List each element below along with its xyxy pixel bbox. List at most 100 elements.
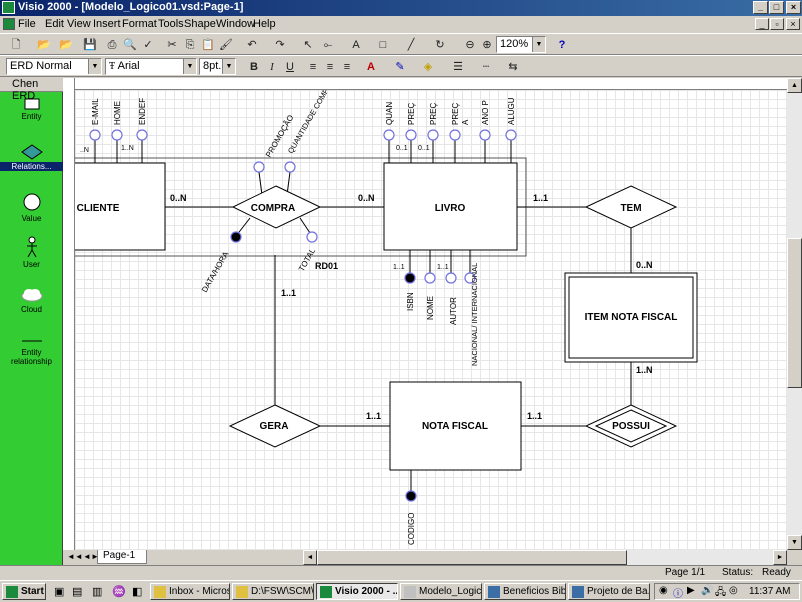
- rectangle-tool-icon[interactable]: □: [379, 39, 387, 51]
- attribute-circle[interactable]: [445, 272, 457, 284]
- task-button[interactable]: Projeto de Ba...: [568, 583, 650, 600]
- page-tab[interactable]: Page-1: [97, 550, 147, 564]
- task-button[interactable]: Modelo_Logic...: [400, 583, 482, 600]
- key-attribute-circle[interactable]: [405, 490, 417, 502]
- attribute-circle[interactable]: [405, 129, 417, 141]
- stencil-entity[interactable]: Entity: [0, 98, 63, 121]
- font-color-icon[interactable]: A: [367, 61, 375, 73]
- menu-view[interactable]: View: [67, 18, 91, 30]
- menu-shape[interactable]: Shape: [184, 18, 216, 30]
- save-icon[interactable]: 💾: [83, 39, 97, 51]
- line-ends-icon[interactable]: ⇆: [508, 61, 518, 73]
- attribute-circle[interactable]: [253, 161, 265, 173]
- stencil-value[interactable]: Value: [0, 192, 63, 223]
- menu-format[interactable]: Format: [122, 18, 157, 30]
- attribute-circle[interactable]: [383, 129, 395, 141]
- attribute-circle[interactable]: [284, 161, 296, 173]
- align-right-icon[interactable]: ≡: [343, 61, 351, 73]
- chevron-down-icon[interactable]: ▼: [532, 37, 545, 52]
- quicklaunch-icon[interactable]: ▣: [54, 586, 65, 598]
- attribute-circle[interactable]: [505, 129, 517, 141]
- vertical-scroll-thumb[interactable]: [787, 238, 802, 388]
- line-weight-icon[interactable]: ☰: [453, 61, 463, 73]
- prev-page-icon[interactable]: ◄: [83, 552, 91, 561]
- spelling-icon[interactable]: ✓: [143, 39, 153, 51]
- task-button[interactable]: D:\FSW\SCM\...: [232, 583, 314, 600]
- text-tool-icon[interactable]: A: [352, 39, 360, 51]
- tray-icon[interactable]: ◎: [729, 585, 738, 596]
- italic-icon[interactable]: I: [270, 61, 274, 73]
- quicklaunch-icon[interactable]: ▥: [92, 586, 103, 598]
- open-icon[interactable]: 📂: [37, 39, 51, 51]
- quicklaunch-icon[interactable]: ◧: [132, 586, 143, 598]
- quicklaunch-icon[interactable]: ♒: [112, 586, 126, 598]
- menu-edit[interactable]: Edit: [45, 18, 64, 30]
- style-combo[interactable]: ERD Normal▼: [6, 58, 102, 75]
- scroll-down-icon[interactable]: ▼: [787, 535, 802, 550]
- relationship-gera[interactable]: [228, 404, 322, 448]
- font-combo[interactable]: Ŧ Arial▼: [105, 58, 197, 75]
- task-button[interactable]: Beneficios Bibl...: [484, 583, 566, 600]
- copy-icon[interactable]: ⎘: [185, 39, 195, 51]
- scroll-left-icon[interactable]: ◄: [303, 550, 317, 565]
- task-button-active[interactable]: Visio 2000 - ...: [316, 583, 398, 600]
- quicklaunch-icon[interactable]: ▤: [72, 586, 83, 598]
- scroll-up-icon[interactable]: ▲: [787, 78, 802, 93]
- attribute-circle[interactable]: [89, 129, 101, 141]
- relationship-tem[interactable]: [584, 185, 678, 229]
- tray-icon[interactable]: ▶: [687, 585, 695, 596]
- menu-insert[interactable]: Insert: [93, 18, 121, 30]
- scroll-right-icon[interactable]: ►: [773, 550, 787, 565]
- align-center-icon[interactable]: ≡: [326, 61, 334, 73]
- info-icon[interactable]: ⓘ: [673, 589, 683, 600]
- attribute-circle[interactable]: [427, 129, 439, 141]
- entity-cliente[interactable]: [75, 162, 166, 251]
- network-icon[interactable]: 🖧: [715, 587, 727, 598]
- align-left-icon[interactable]: ≡: [309, 61, 317, 73]
- attribute-circle[interactable]: [306, 231, 318, 243]
- attribute-circle[interactable]: [424, 272, 436, 284]
- speaker-icon[interactable]: 🔊: [701, 585, 714, 596]
- underline-icon[interactable]: U: [286, 61, 294, 73]
- start-button[interactable]: Start: [2, 583, 46, 600]
- stencil-relationship[interactable]: Relations...: [0, 144, 63, 171]
- drawing-page[interactable]: CLIENTE LIVRO ITEM NOTA FISCAL NOTA FISC…: [75, 90, 787, 550]
- stencil-user[interactable]: User: [0, 236, 63, 269]
- chevron-down-icon[interactable]: ▼: [222, 59, 235, 74]
- horizontal-scroll-thumb[interactable]: [317, 550, 627, 565]
- line-tool-icon[interactable]: ╱: [407, 39, 415, 51]
- rotate-icon[interactable]: ↻: [435, 39, 445, 51]
- size-combo[interactable]: 8pt.▼: [199, 58, 236, 75]
- attribute-circle[interactable]: [111, 129, 123, 141]
- entity-livro[interactable]: [383, 162, 518, 251]
- key-attribute-circle[interactable]: [230, 231, 242, 243]
- attribute-circle[interactable]: [136, 129, 148, 141]
- attribute-circle[interactable]: [479, 129, 491, 141]
- chevron-down-icon[interactable]: ▼: [183, 59, 196, 74]
- line-pattern-icon[interactable]: ┄: [482, 61, 490, 73]
- new-icon[interactable]: 🗋: [11, 39, 21, 51]
- menu-tools[interactable]: Tools: [158, 18, 184, 30]
- zoom-combo[interactable]: 120%▼: [496, 36, 546, 53]
- doc-minimize-button[interactable]: _: [755, 18, 769, 30]
- connector-tool-icon[interactable]: ⟜: [323, 39, 333, 51]
- help-icon[interactable]: ?: [558, 39, 566, 51]
- stencil-entity-relationship[interactable]: Entity relationship: [0, 336, 63, 366]
- open-stencil-icon[interactable]: 📂: [59, 39, 73, 51]
- horizontal-scrollbar[interactable]: ◄ ►: [303, 550, 787, 565]
- undo-icon[interactable]: ↶: [247, 39, 257, 51]
- minimize-button[interactable]: _: [753, 1, 768, 14]
- print-preview-icon[interactable]: 🔍: [123, 39, 137, 51]
- vertical-scrollbar[interactable]: ▲ ▼: [787, 78, 802, 550]
- cut-icon[interactable]: ✂: [167, 39, 177, 51]
- attribute-circle[interactable]: [449, 129, 461, 141]
- pointer-tool-icon[interactable]: ↖: [303, 39, 313, 51]
- menu-file[interactable]: File: [18, 18, 36, 30]
- close-button[interactable]: ×: [786, 1, 801, 14]
- menu-window[interactable]: Window: [216, 18, 256, 30]
- attribute-circle[interactable]: [464, 272, 476, 284]
- zoom-out-icon[interactable]: ⊖: [465, 39, 475, 51]
- entity-nota-fiscal[interactable]: [389, 381, 522, 471]
- relationship-compra[interactable]: [231, 185, 322, 229]
- format-painter-icon[interactable]: 🖌: [219, 39, 233, 51]
